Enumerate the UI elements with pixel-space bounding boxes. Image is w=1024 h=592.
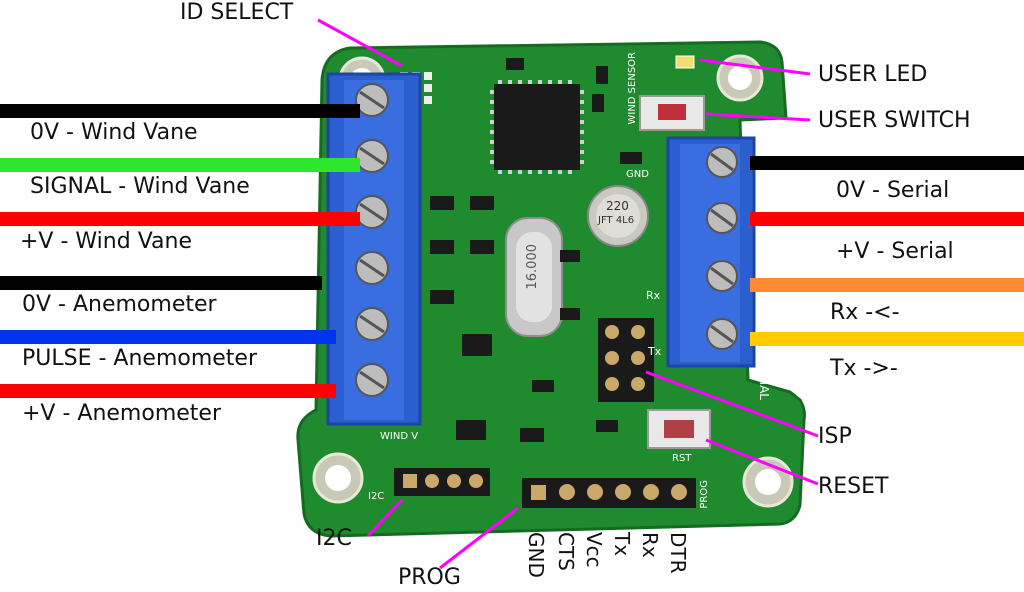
label-tx: Tx ->- <box>830 356 898 381</box>
crystal <box>505 217 563 337</box>
wire-left-0v-anemometer <box>0 276 322 290</box>
label-rx: Rx -<- <box>830 300 900 325</box>
label-0v-serial: 0V - Serial <box>836 178 950 203</box>
prog-pin-gnd: GND <box>524 532 548 578</box>
silk-wind-v: WIND V <box>380 431 419 442</box>
right-terminal-block <box>666 136 756 368</box>
silk-i2c: I2C <box>368 491 385 502</box>
label-i2c: I2C <box>316 526 352 551</box>
i2c-header <box>394 468 490 496</box>
label-prog: PROG <box>398 565 461 590</box>
label-user-switch: USER SWITCH <box>818 108 971 133</box>
silk-prog: PROG <box>699 480 710 509</box>
isp-header <box>598 318 654 402</box>
silk-crystal: 16.000 <box>525 244 540 290</box>
label-0v-anemometer: 0V - Anemometer <box>22 292 217 317</box>
wire-right-tx <box>750 332 1024 346</box>
silk-serial: SERIAL <box>757 358 771 400</box>
label-0v-wind-vane: 0V - Wind Vane <box>30 120 198 145</box>
microcontroller-chip <box>490 80 584 174</box>
prog-pin-vcc: Vcc <box>582 532 606 568</box>
label-id-select: ID SELECT <box>180 0 294 25</box>
wire-left-0v-wind-vane <box>0 104 360 118</box>
silk-rst: RST <box>672 453 692 464</box>
label-plusv-wind-vane: +V - Wind Vane <box>20 229 192 254</box>
prog-pin-cts: CTS <box>554 532 578 571</box>
wire-left-pulse-anemometer <box>0 330 336 344</box>
label-plusv-anemometer: +V - Anemometer <box>22 401 221 426</box>
user-led <box>675 55 695 69</box>
wire-right-rx <box>750 278 1024 292</box>
label-pulse-anemometer: PULSE - Anemometer <box>22 346 258 371</box>
prog-header <box>522 478 696 508</box>
silk-rx: Rx <box>646 289 661 302</box>
reset-switch <box>647 409 711 449</box>
left-terminal-block <box>326 72 422 426</box>
smd-components <box>430 58 642 442</box>
prog-pin-tx: Tx <box>610 532 634 557</box>
wire-left-signal-wind-vane <box>0 158 360 172</box>
prog-pin-rx: Rx <box>638 532 662 558</box>
mounting-hole-bl <box>312 452 364 504</box>
label-plusv-serial: +V - Serial <box>836 239 954 264</box>
callout-lines <box>317 18 819 570</box>
prog-pin-dtr: DTR <box>666 532 690 574</box>
user-switch <box>639 95 705 131</box>
silk-capacitor: 220 <box>606 199 629 213</box>
silk-wind-sensor: WIND SENSOR <box>627 52 638 125</box>
label-signal-wind-vane: SIGNAL - Wind Vane <box>30 174 250 199</box>
wire-left-plusv-anemometer <box>0 384 336 398</box>
label-user-led: USER LED <box>818 62 928 87</box>
wire-right-plusv-serial <box>750 212 1024 226</box>
wire-left-plusv-wind-vane <box>0 212 360 226</box>
silk-capacitor-code: JFT 4L6 <box>598 215 635 226</box>
silk-tx: Tx <box>648 345 662 358</box>
label-reset: RESET <box>818 474 889 499</box>
silk-gnd: GND <box>626 169 649 180</box>
capacitor <box>587 185 649 247</box>
wire-right-0v-serial <box>750 156 1024 170</box>
label-isp: ISP <box>818 424 852 449</box>
